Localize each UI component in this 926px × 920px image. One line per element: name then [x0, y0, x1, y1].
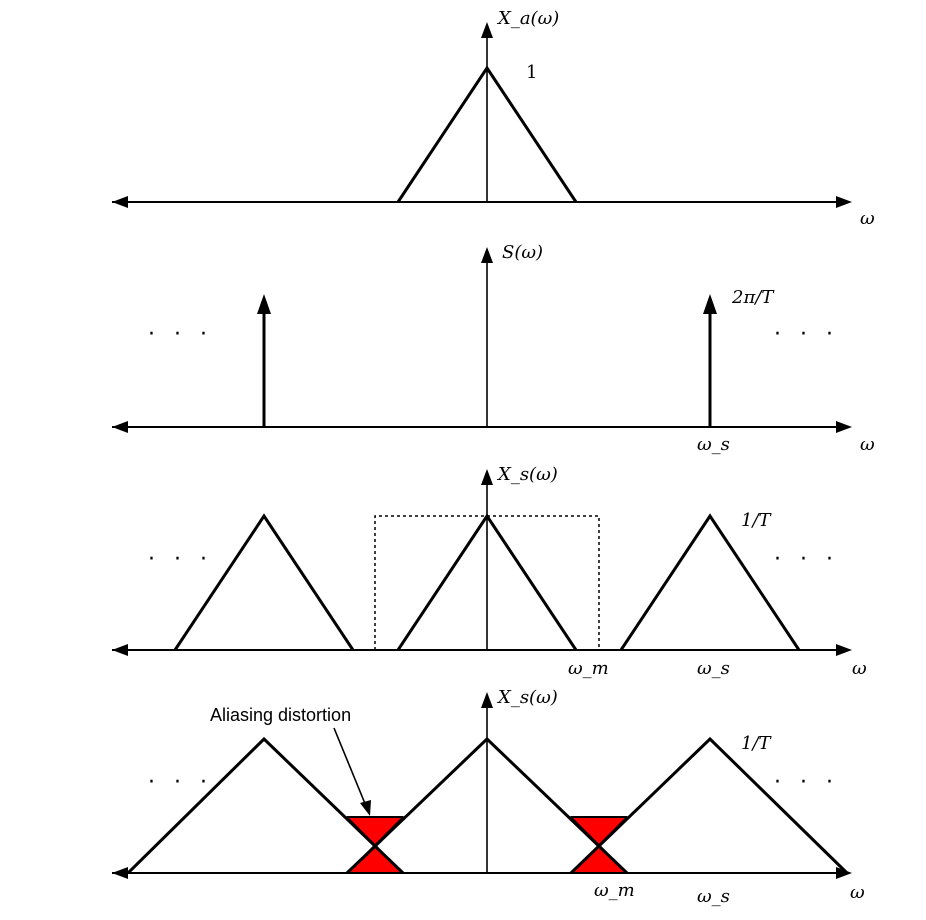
dots-left: · · ·	[148, 547, 213, 572]
axis-arrow-left	[112, 644, 128, 656]
impulse-left-arrow	[257, 294, 271, 314]
axis-arrow-right	[836, 644, 852, 656]
annotation-arrowhead	[360, 800, 371, 816]
xa-ylabel: X_a(ω)	[496, 8, 559, 29]
vertical-axis-arrow	[481, 469, 493, 485]
vertical-axis-arrow	[481, 692, 493, 708]
xs-ylabel: X_s(ω)	[496, 687, 558, 708]
dots-right: · · ·	[774, 547, 839, 572]
triangle-left	[126, 736, 405, 875]
panel-xs-no-aliasing: X_s(ω) 1/T ω_m ω_s ω · · · · · ·	[112, 464, 867, 679]
axis-arrow-right	[836, 196, 852, 208]
peak-label: 1/T	[741, 733, 773, 754]
omega-label: ω	[850, 882, 865, 903]
s-ylabel: S(ω)	[502, 242, 543, 263]
axis-arrow-right	[836, 421, 852, 433]
triangle-center	[345, 736, 629, 875]
omega-m-label: ω_m	[568, 658, 609, 679]
panel-xs-aliasing: Aliasing distortion X_s(ω) 1/T ω_m ω_s ω…	[112, 687, 865, 907]
triangle-right	[569, 736, 849, 875]
dots-right: · · ·	[774, 322, 839, 347]
triangle-spectrum	[396, 65, 578, 203]
vertical-axis-arrow	[481, 247, 493, 263]
omega-m-label: ω_m	[594, 880, 635, 901]
impulse-right-arrow	[703, 294, 717, 314]
triangle-left	[173, 513, 355, 651]
xs-ylabel: X_s(ω)	[496, 464, 558, 485]
triangle-right	[619, 513, 801, 651]
dots-right: · · ·	[774, 770, 839, 795]
panel-xa: X_a(ω) 1 ω	[112, 8, 875, 229]
lowpass-filter-box	[374, 515, 600, 650]
peak-label: 1/T	[741, 510, 773, 531]
dots-left: · · ·	[148, 770, 213, 795]
impulse-label: 2π/T	[731, 287, 775, 308]
omega-label: ω	[860, 434, 875, 455]
panel-s: S(ω) 2π/T ω_s ω · · · · · ·	[112, 242, 875, 455]
aliasing-annotation: Aliasing distortion	[210, 705, 351, 725]
omega-label: ω	[852, 658, 867, 679]
axis-arrow-left	[112, 867, 128, 879]
peak-label: 1	[526, 62, 537, 83]
vertical-axis-arrow	[481, 22, 493, 38]
dots-left: · · ·	[148, 322, 213, 347]
omega-s-label: ω_s	[697, 886, 730, 907]
omega-s-label: ω_s	[697, 434, 730, 455]
axis-arrow-left	[112, 421, 128, 433]
annotation-arrow	[333, 727, 367, 807]
axis-arrow-right	[836, 867, 852, 879]
omega-label: ω	[860, 208, 875, 229]
omega-s-label: ω_s	[697, 658, 730, 679]
axis-arrow-left	[112, 196, 128, 208]
